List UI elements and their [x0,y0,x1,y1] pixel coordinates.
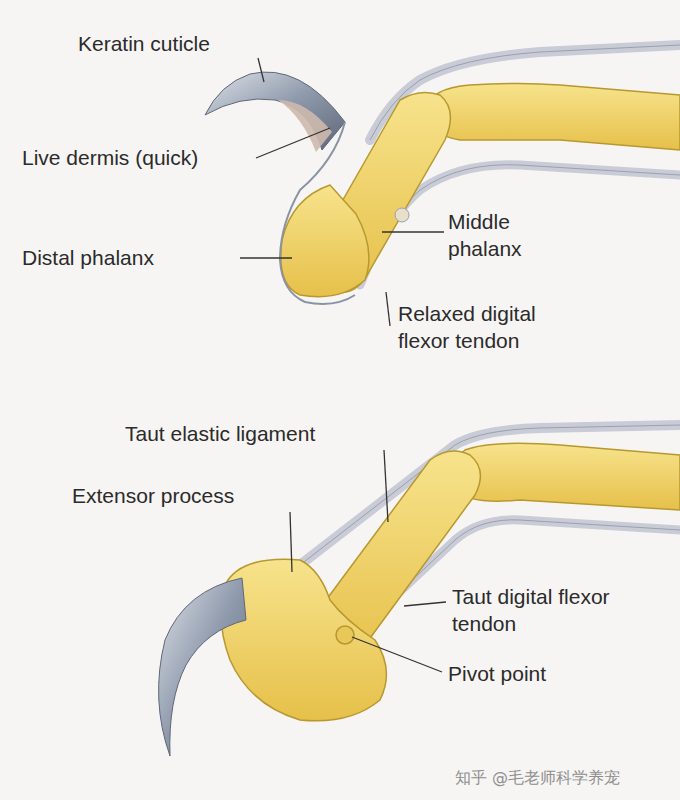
leader-lines [240,58,446,672]
extended-claw [159,425,680,756]
part-label: Relaxed digital flexor tendon [398,300,578,354]
part-label: Distal phalanx [22,244,242,271]
part-label: Keratin cuticle [78,30,268,57]
part-label: Taut digital flexor tendon [452,583,657,637]
part-label: Pivot point [448,660,618,687]
part-label: Extensor process [72,482,302,509]
part-label: Live dermis (quick) [22,144,258,171]
part-label: Middle phalanx [448,208,548,262]
part-label: Taut elastic ligament [125,420,387,447]
watermark: 知乎 @毛老师科学养宠 [455,768,620,788]
retracted-claw [205,45,680,304]
